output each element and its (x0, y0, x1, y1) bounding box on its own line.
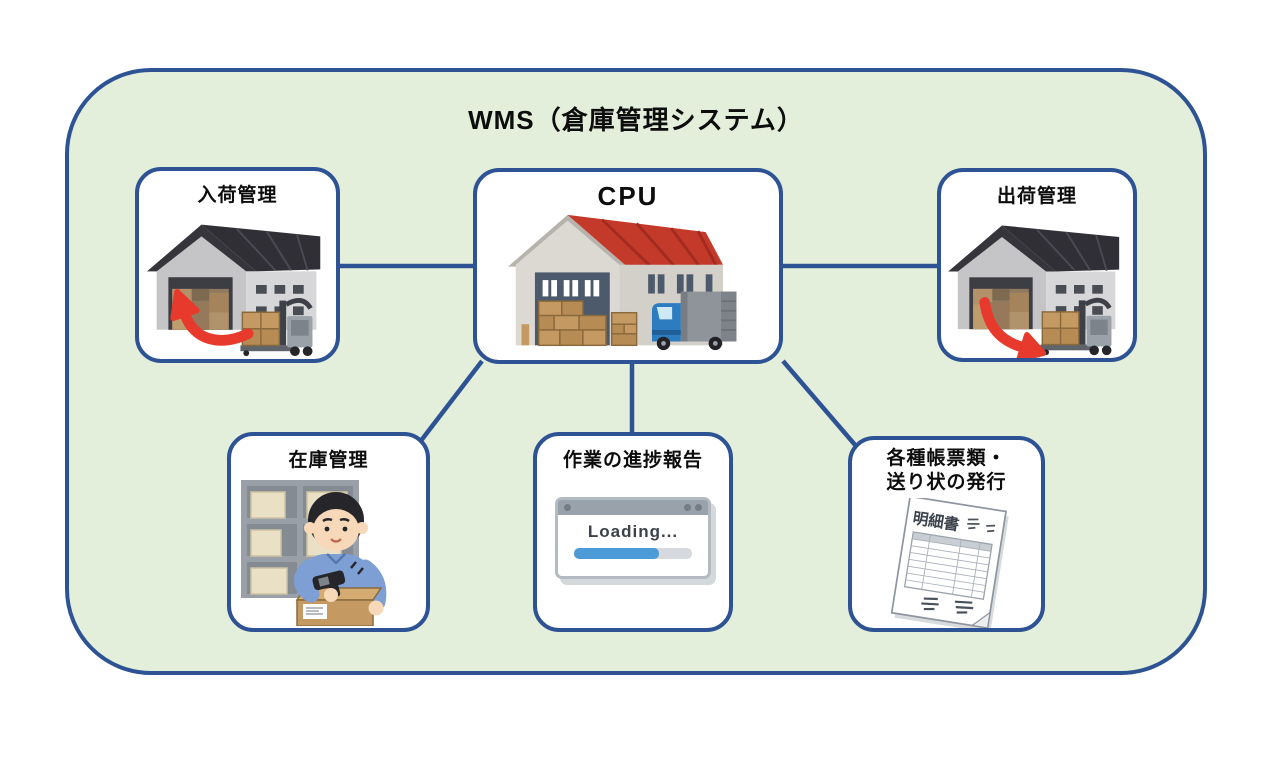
scan-motion-lines (349, 561, 364, 575)
door-window-slits (542, 280, 600, 297)
node-cpu: CPU (473, 168, 783, 364)
cpu-warehouse-truck-illustration (508, 214, 737, 351)
roof-stripes (601, 218, 718, 268)
pallet-truck-icon (1039, 297, 1112, 356)
boxes-pile (538, 300, 638, 347)
truck-icon (651, 291, 737, 351)
node-documents-label-line2: 送り状の発行 (886, 472, 1007, 493)
loading-text: Loading... (587, 522, 679, 541)
warehouse-outbound-illustration (947, 225, 1119, 358)
node-progress-label: 作業の進捗報告 (562, 450, 703, 471)
red-arrow-out-icon (978, 297, 1046, 358)
red-arrow-in-icon (170, 288, 254, 346)
node-inventory: 在庫管理 (227, 432, 430, 632)
progress-fill (574, 548, 659, 559)
invoice-paper-illustration: 明細書 (890, 498, 1009, 628)
connector-cpu-documents (781, 359, 858, 448)
node-shipping-label: 出荷管理 (996, 186, 1077, 207)
node-documents-label-line1: 各種帳票類・ (886, 448, 1007, 469)
node-cpu-label: CPU (597, 181, 659, 211)
window-dot-icon (684, 504, 691, 511)
loading-window: Loading... (555, 497, 711, 579)
worker-scanning-box-illustration (240, 480, 386, 626)
loading-window-titlebar (558, 500, 708, 515)
node-receiving: 入荷管理 (135, 167, 340, 363)
left-sleeve (293, 559, 319, 603)
node-documents-label: 各種帳票類・ 送り状の発行 (886, 447, 1006, 495)
node-progress: 作業の進捗報告 Loading... (533, 432, 733, 632)
page-curl (970, 611, 991, 628)
warehouse-inbound-illustration (146, 224, 321, 357)
node-shipping: 出荷管理 (937, 168, 1137, 362)
connector-cpu-inventory (418, 359, 484, 444)
handwriting-marks-top (966, 518, 995, 533)
window-dot-icon (564, 504, 571, 511)
diagram-title: WMS（倉庫管理システム） (468, 105, 804, 135)
wms-panel: WMS（倉庫管理システム） 入荷管理 (65, 68, 1207, 675)
node-inventory-label: 在庫管理 (288, 450, 369, 471)
side-wall-windows (648, 274, 713, 294)
invoice-table (903, 531, 993, 600)
progress-bar-track (574, 548, 692, 559)
node-receiving-label: 入荷管理 (197, 185, 278, 206)
window-dot-icon (695, 504, 702, 511)
handwriting-marks-bottom (920, 597, 973, 614)
node-documents: 各種帳票類・ 送り状の発行 明細書 (848, 436, 1045, 632)
